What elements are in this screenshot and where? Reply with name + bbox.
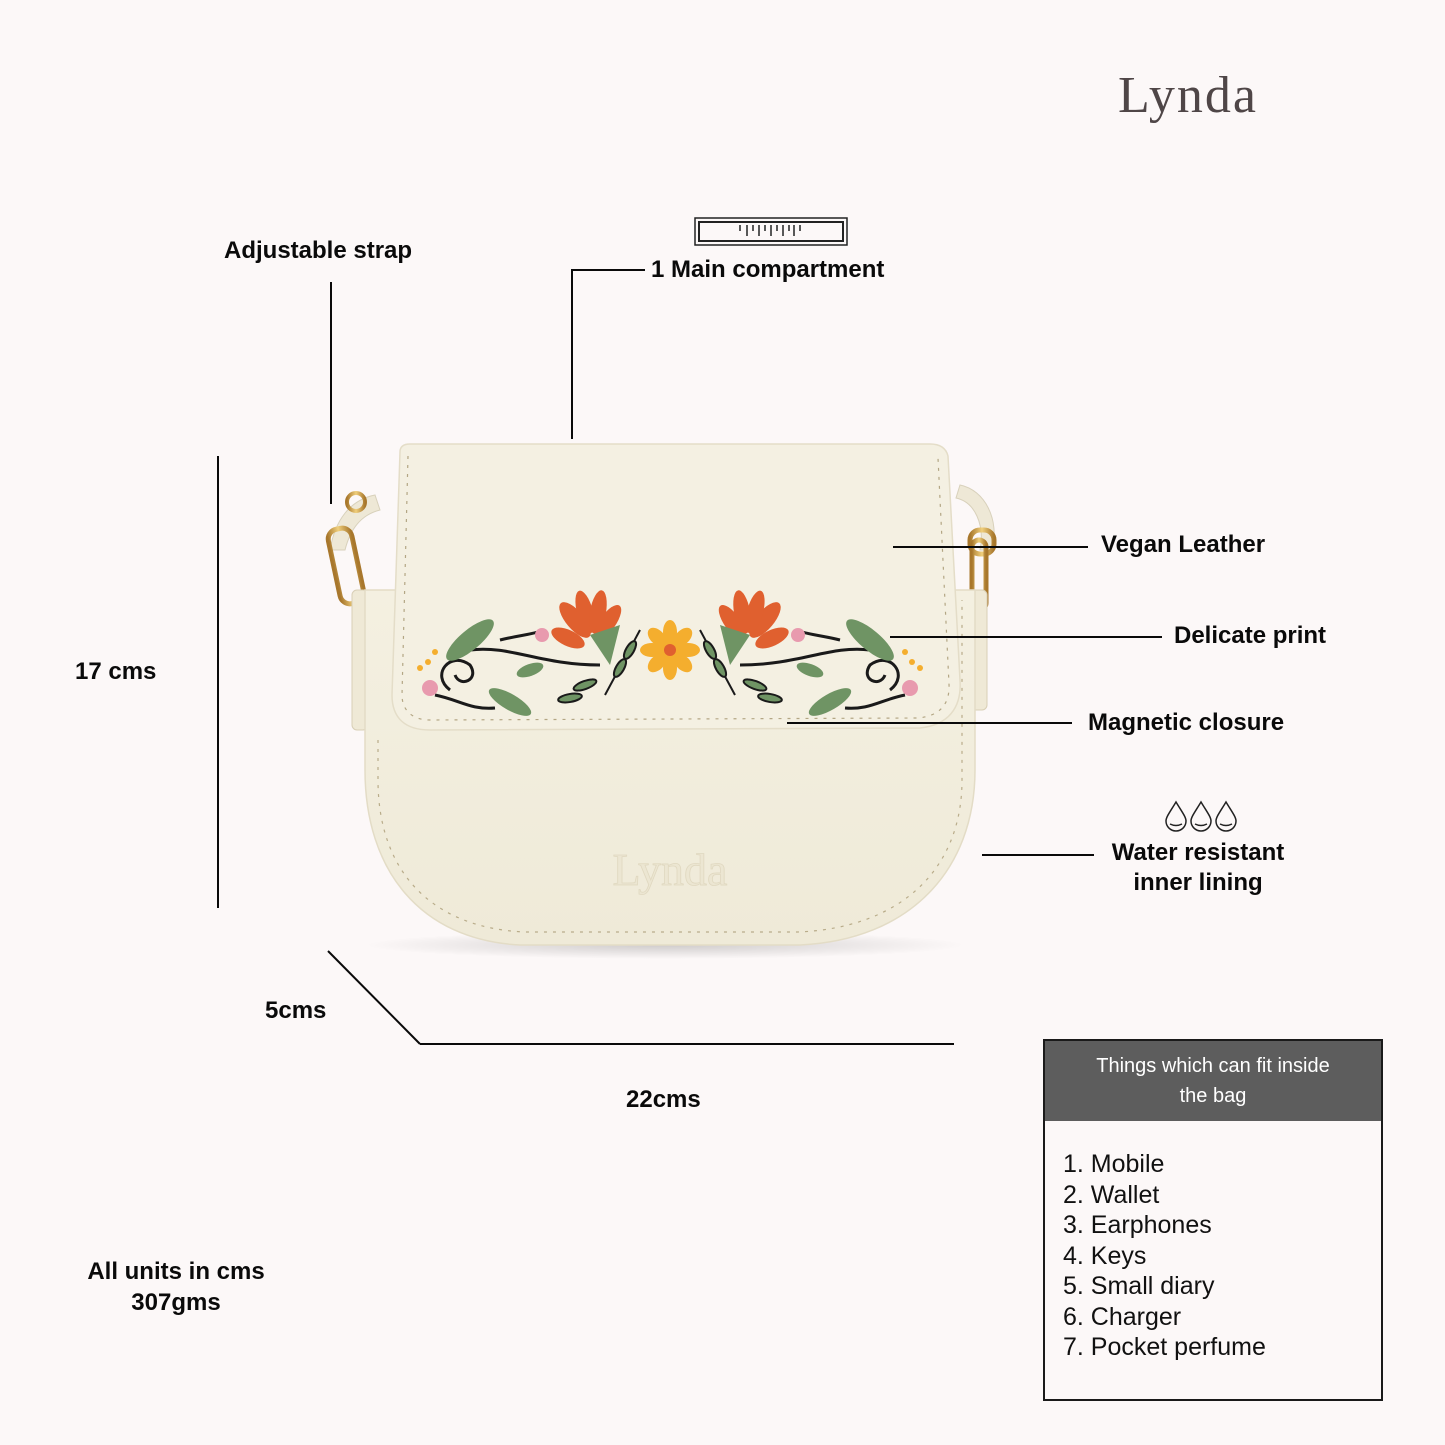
magnetic-closure-label: Magnetic closure (1088, 709, 1285, 736)
bag-product-image: Lynda (320, 440, 1020, 960)
fit-box-header: Things which can fit inside the bag (1045, 1041, 1381, 1121)
list-item: 7. Pocket perfume (1063, 1333, 1266, 1361)
vegan-leather-leader (893, 546, 1088, 548)
depth-dimension-label: 5cms (265, 997, 327, 1024)
fit-items-list: 1. Mobile 2. Wallet 3. Earphones 4. Keys… (1045, 1121, 1381, 1363)
adjustable-strap-label: Adjustable strap (224, 237, 413, 264)
list-item: 2. Wallet (1063, 1180, 1160, 1209)
units-note: All units in cms (87, 1258, 265, 1285)
list-item: 6. Charger (1063, 1302, 1182, 1331)
fit-inside-box: Things which can fit inside the bag 1. M… (1043, 1039, 1383, 1401)
main-compartment-leader-h (571, 269, 645, 271)
zipper-compartment-icon (694, 217, 848, 246)
list-item: 4. Keys (1063, 1241, 1147, 1270)
emboss-brand-text: Lynda (613, 844, 728, 895)
list-item: 5. Small diary (1063, 1272, 1215, 1300)
main-compartment-label: 1 Main compartment (651, 256, 885, 283)
depth-width-dimension-lines (327, 950, 954, 1045)
adjustable-strap-leader (330, 282, 332, 504)
bag-illustration: Lynda (325, 443, 997, 959)
width-dimension-label: 22cms (626, 1086, 701, 1113)
magnetic-closure-leader (787, 722, 1072, 724)
floral-print (417, 590, 923, 716)
delicate-print-label: Delicate print (1174, 622, 1327, 649)
list-item: 1. Mobile (1063, 1150, 1165, 1178)
water-resistant-label-line1: Water resistant (1111, 839, 1285, 866)
weight-note: 307gms (131, 1289, 221, 1316)
main-compartment-leader-v (571, 269, 573, 439)
list-item: 3. Earphones (1063, 1211, 1212, 1239)
delicate-print-leader (890, 636, 1162, 638)
height-dimension-label: 17 cms (75, 658, 157, 685)
water-drops-icon (1165, 800, 1237, 832)
brand-logo: Lynda (1118, 67, 1258, 124)
height-dimension-line (217, 456, 219, 908)
water-resistant-leader (982, 854, 1094, 856)
vegan-leather-label: Vegan Leather (1101, 531, 1266, 558)
water-resistant-label-line2: inner lining (1133, 869, 1263, 896)
